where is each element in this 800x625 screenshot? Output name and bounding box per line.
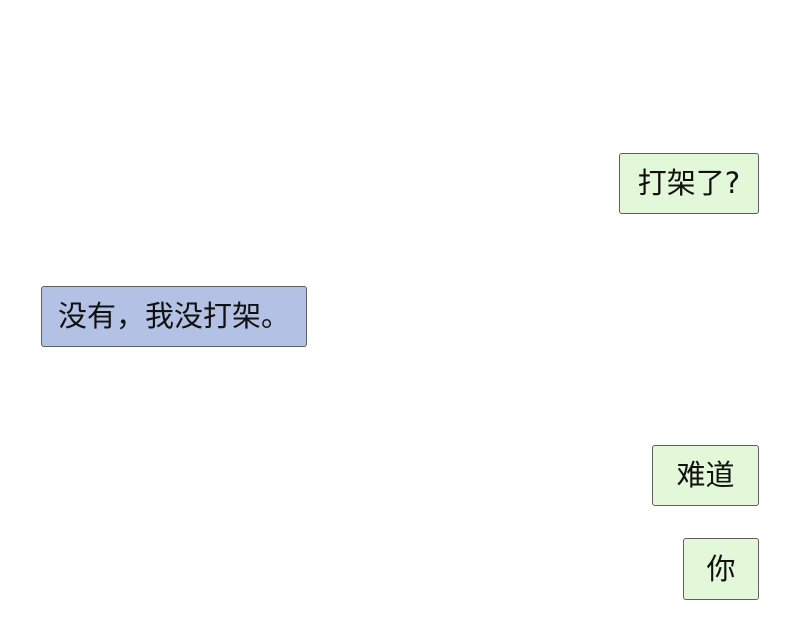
message-text: 打架了? xyxy=(637,166,741,200)
message-bubble-outgoing: 打架了? xyxy=(619,153,759,214)
message-text: 没有，我没打架。 xyxy=(57,299,290,333)
message-text: 你 xyxy=(706,551,736,586)
message-bubble-outgoing: 你 xyxy=(683,538,759,600)
message-text: 难道 xyxy=(676,458,735,492)
message-bubble-outgoing: 难道 xyxy=(652,445,759,506)
message-bubble-incoming: 没有，我没打架。 xyxy=(41,286,307,347)
